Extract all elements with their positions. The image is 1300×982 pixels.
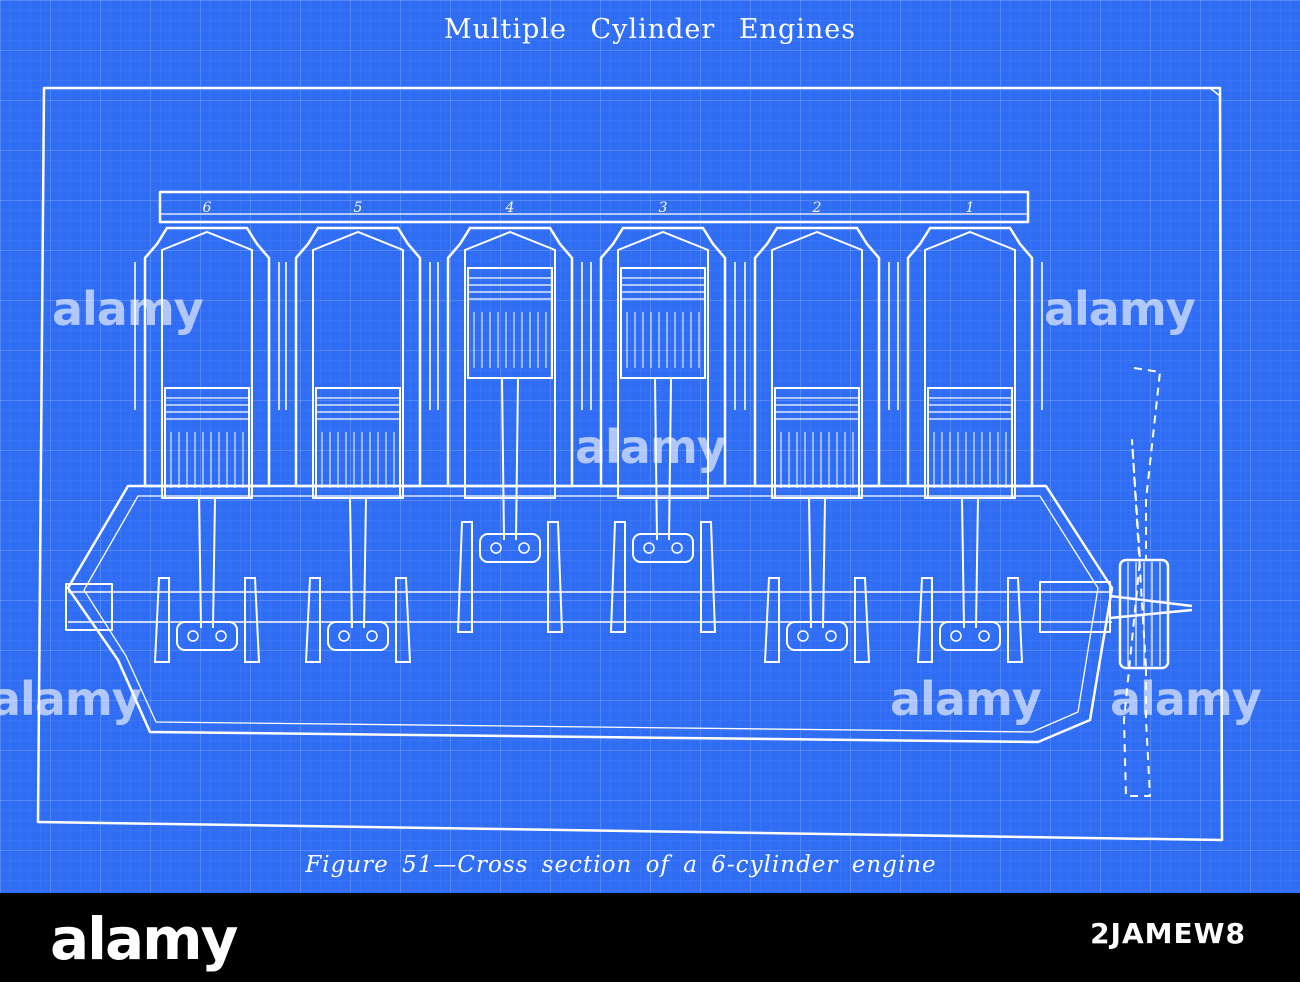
cylinder-4 xyxy=(437,226,583,633)
watermark-left-lower: alamy xyxy=(0,672,142,726)
cylinder-number-label: 4 xyxy=(505,200,515,216)
cylinder-1 xyxy=(897,226,1043,663)
flywheel xyxy=(1118,558,1170,670)
cylinder-3 xyxy=(590,226,736,633)
blueprint-sheet: Multiple Cylinder Engines xyxy=(0,0,1300,893)
manifold-bar xyxy=(158,190,1030,224)
cylinder-number-label: 2 xyxy=(812,200,822,216)
figure-caption: Figure 51—Cross section of a 6-cylinder … xyxy=(305,852,937,878)
watermark-right-upper: alamy xyxy=(1044,282,1196,336)
cylinder-number-label: 3 xyxy=(659,200,668,216)
page-title: Multiple Cylinder Engines xyxy=(443,14,857,45)
cylinder-2 xyxy=(744,226,890,663)
engine-cross-section-drawing: 6 5 4 3 2 1 xyxy=(36,86,1224,842)
cylinder-number-label: 6 xyxy=(203,200,212,216)
stock-logo: alamy xyxy=(50,905,238,973)
watermark-bottom-right: alamy xyxy=(1110,672,1262,726)
cylinder-number-label: 1 xyxy=(966,200,975,216)
cylinder-number-label: 5 xyxy=(354,200,363,216)
cylinder-5 xyxy=(285,226,431,663)
cylinder-6 xyxy=(134,226,280,663)
propeller-outline xyxy=(1123,367,1161,797)
drawing-frame xyxy=(36,86,1224,842)
watermark-right-lower: alamy xyxy=(890,672,1042,726)
stock-image-id: 2JAMEW8 xyxy=(1090,917,1246,950)
crankcase xyxy=(66,484,1114,744)
watermark-left-upper: alamy xyxy=(52,282,204,336)
stock-bar: alamy 2JAMEW8 xyxy=(0,893,1300,982)
watermark-center: alamy xyxy=(575,420,727,474)
